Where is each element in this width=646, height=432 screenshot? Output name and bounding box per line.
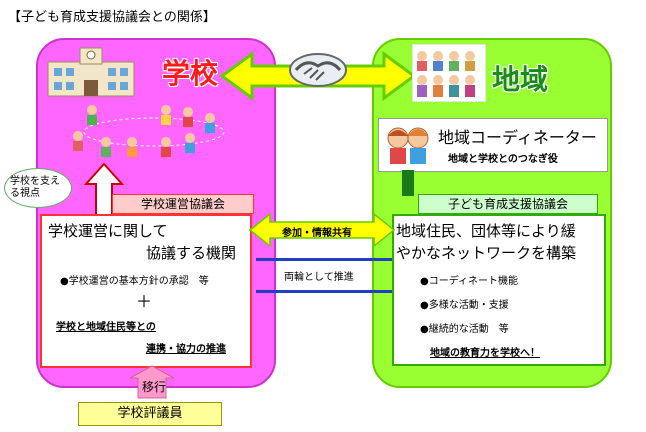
promotion-line-top <box>256 258 392 261</box>
region-bullet-3: ●継続的な活動 等 <box>420 324 509 335</box>
region-bullet-1: ●コーディネート機能 <box>420 276 519 287</box>
plus-sign: ＋ <box>136 292 153 311</box>
region-council-header: 子ども育成支援協議会 <box>418 194 598 214</box>
region-main-line1: 地域住民、団体等により緩 <box>396 222 576 240</box>
region-label: 地域 <box>492 63 549 96</box>
coordinator-subtitle: 地域と学校とのつなぎ役 <box>448 154 558 165</box>
transfer-label: 移行 <box>142 380 167 394</box>
promotion-label: 両輪として推進 <box>284 272 354 283</box>
region-bullet-2: ●多様な活動・支援 <box>420 300 509 311</box>
page-title: 【子ども育成支援協議会との関係】 <box>8 10 216 25</box>
connector-bar <box>402 170 414 196</box>
school-council-header: 学校運営協議会 <box>112 194 254 214</box>
participation-arrow <box>248 212 396 248</box>
school-emph-2: 連携・協力の推進 <box>146 344 226 355</box>
region-council-box <box>392 214 606 366</box>
children-playing-icon <box>73 105 225 157</box>
speech-bubble <box>4 168 72 208</box>
handshake-icon <box>289 53 347 87</box>
school-emph-1: 学校と地域住民等との <box>56 322 156 333</box>
school-main-line2: 協議する機関 <box>146 244 237 262</box>
region-emph: 地域の教育力を学校へ！ <box>430 348 540 359</box>
transfer-arrow <box>129 365 175 399</box>
school-building-icon <box>47 47 135 97</box>
school-label: 学校 <box>162 57 219 90</box>
community-people-icon <box>412 44 486 102</box>
school-main-line1: 学校運営に関して <box>48 222 168 240</box>
region-main-line2: やかなネットワークを構築 <box>396 244 577 262</box>
coordinator-title: 地域コーディネーター <box>438 128 597 147</box>
speech-bubble-text: 学校を支える視点 <box>10 176 60 199</box>
participation-label: 参加・情報共有 <box>282 228 352 239</box>
coordinator-couple-icon <box>387 127 429 164</box>
promotion-line-bottom <box>256 290 392 293</box>
school-bullet-1: ●学校運営の基本方針の承認 等 <box>60 276 209 287</box>
school-trustees-box: 学校評議員 <box>78 402 222 426</box>
school-council-box <box>40 214 252 368</box>
